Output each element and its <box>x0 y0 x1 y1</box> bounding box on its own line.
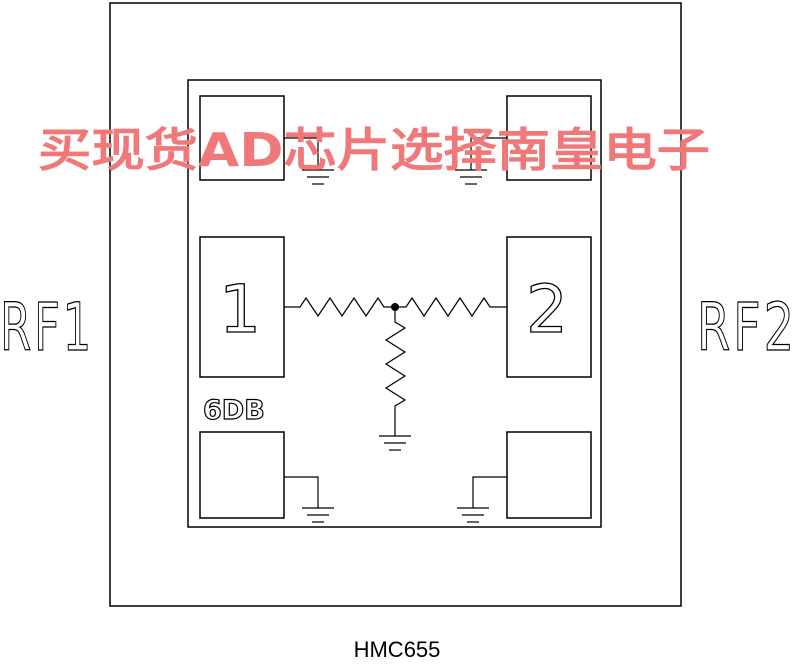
ground-symbol-shunt <box>379 435 411 451</box>
ground-symbol-top-right <box>455 137 507 185</box>
watermark-text: 买现货AD芯片选择南皇电子 <box>38 123 710 177</box>
part-number: HMC655 <box>354 637 441 662</box>
resistor-shunt <box>384 307 407 436</box>
package-outline <box>109 2 682 607</box>
port-label-rf2: RF2 <box>697 289 797 366</box>
die-outline <box>187 79 602 528</box>
resistor-series-right <box>395 296 507 318</box>
pin2-label: 2 <box>526 271 572 348</box>
ground-symbol-bottom-left <box>284 476 334 523</box>
pin1-label: 1 <box>219 271 265 348</box>
attenuation-label: 6DB <box>203 395 265 426</box>
ground-symbol-bottom-right <box>457 476 507 523</box>
pad-bottom-left <box>199 431 285 519</box>
ground-symbol-top-left <box>284 137 334 185</box>
pad-bottom-right <box>506 431 592 519</box>
resistor-series-left <box>284 296 395 318</box>
port-label-rf1: RF1 <box>0 289 94 366</box>
